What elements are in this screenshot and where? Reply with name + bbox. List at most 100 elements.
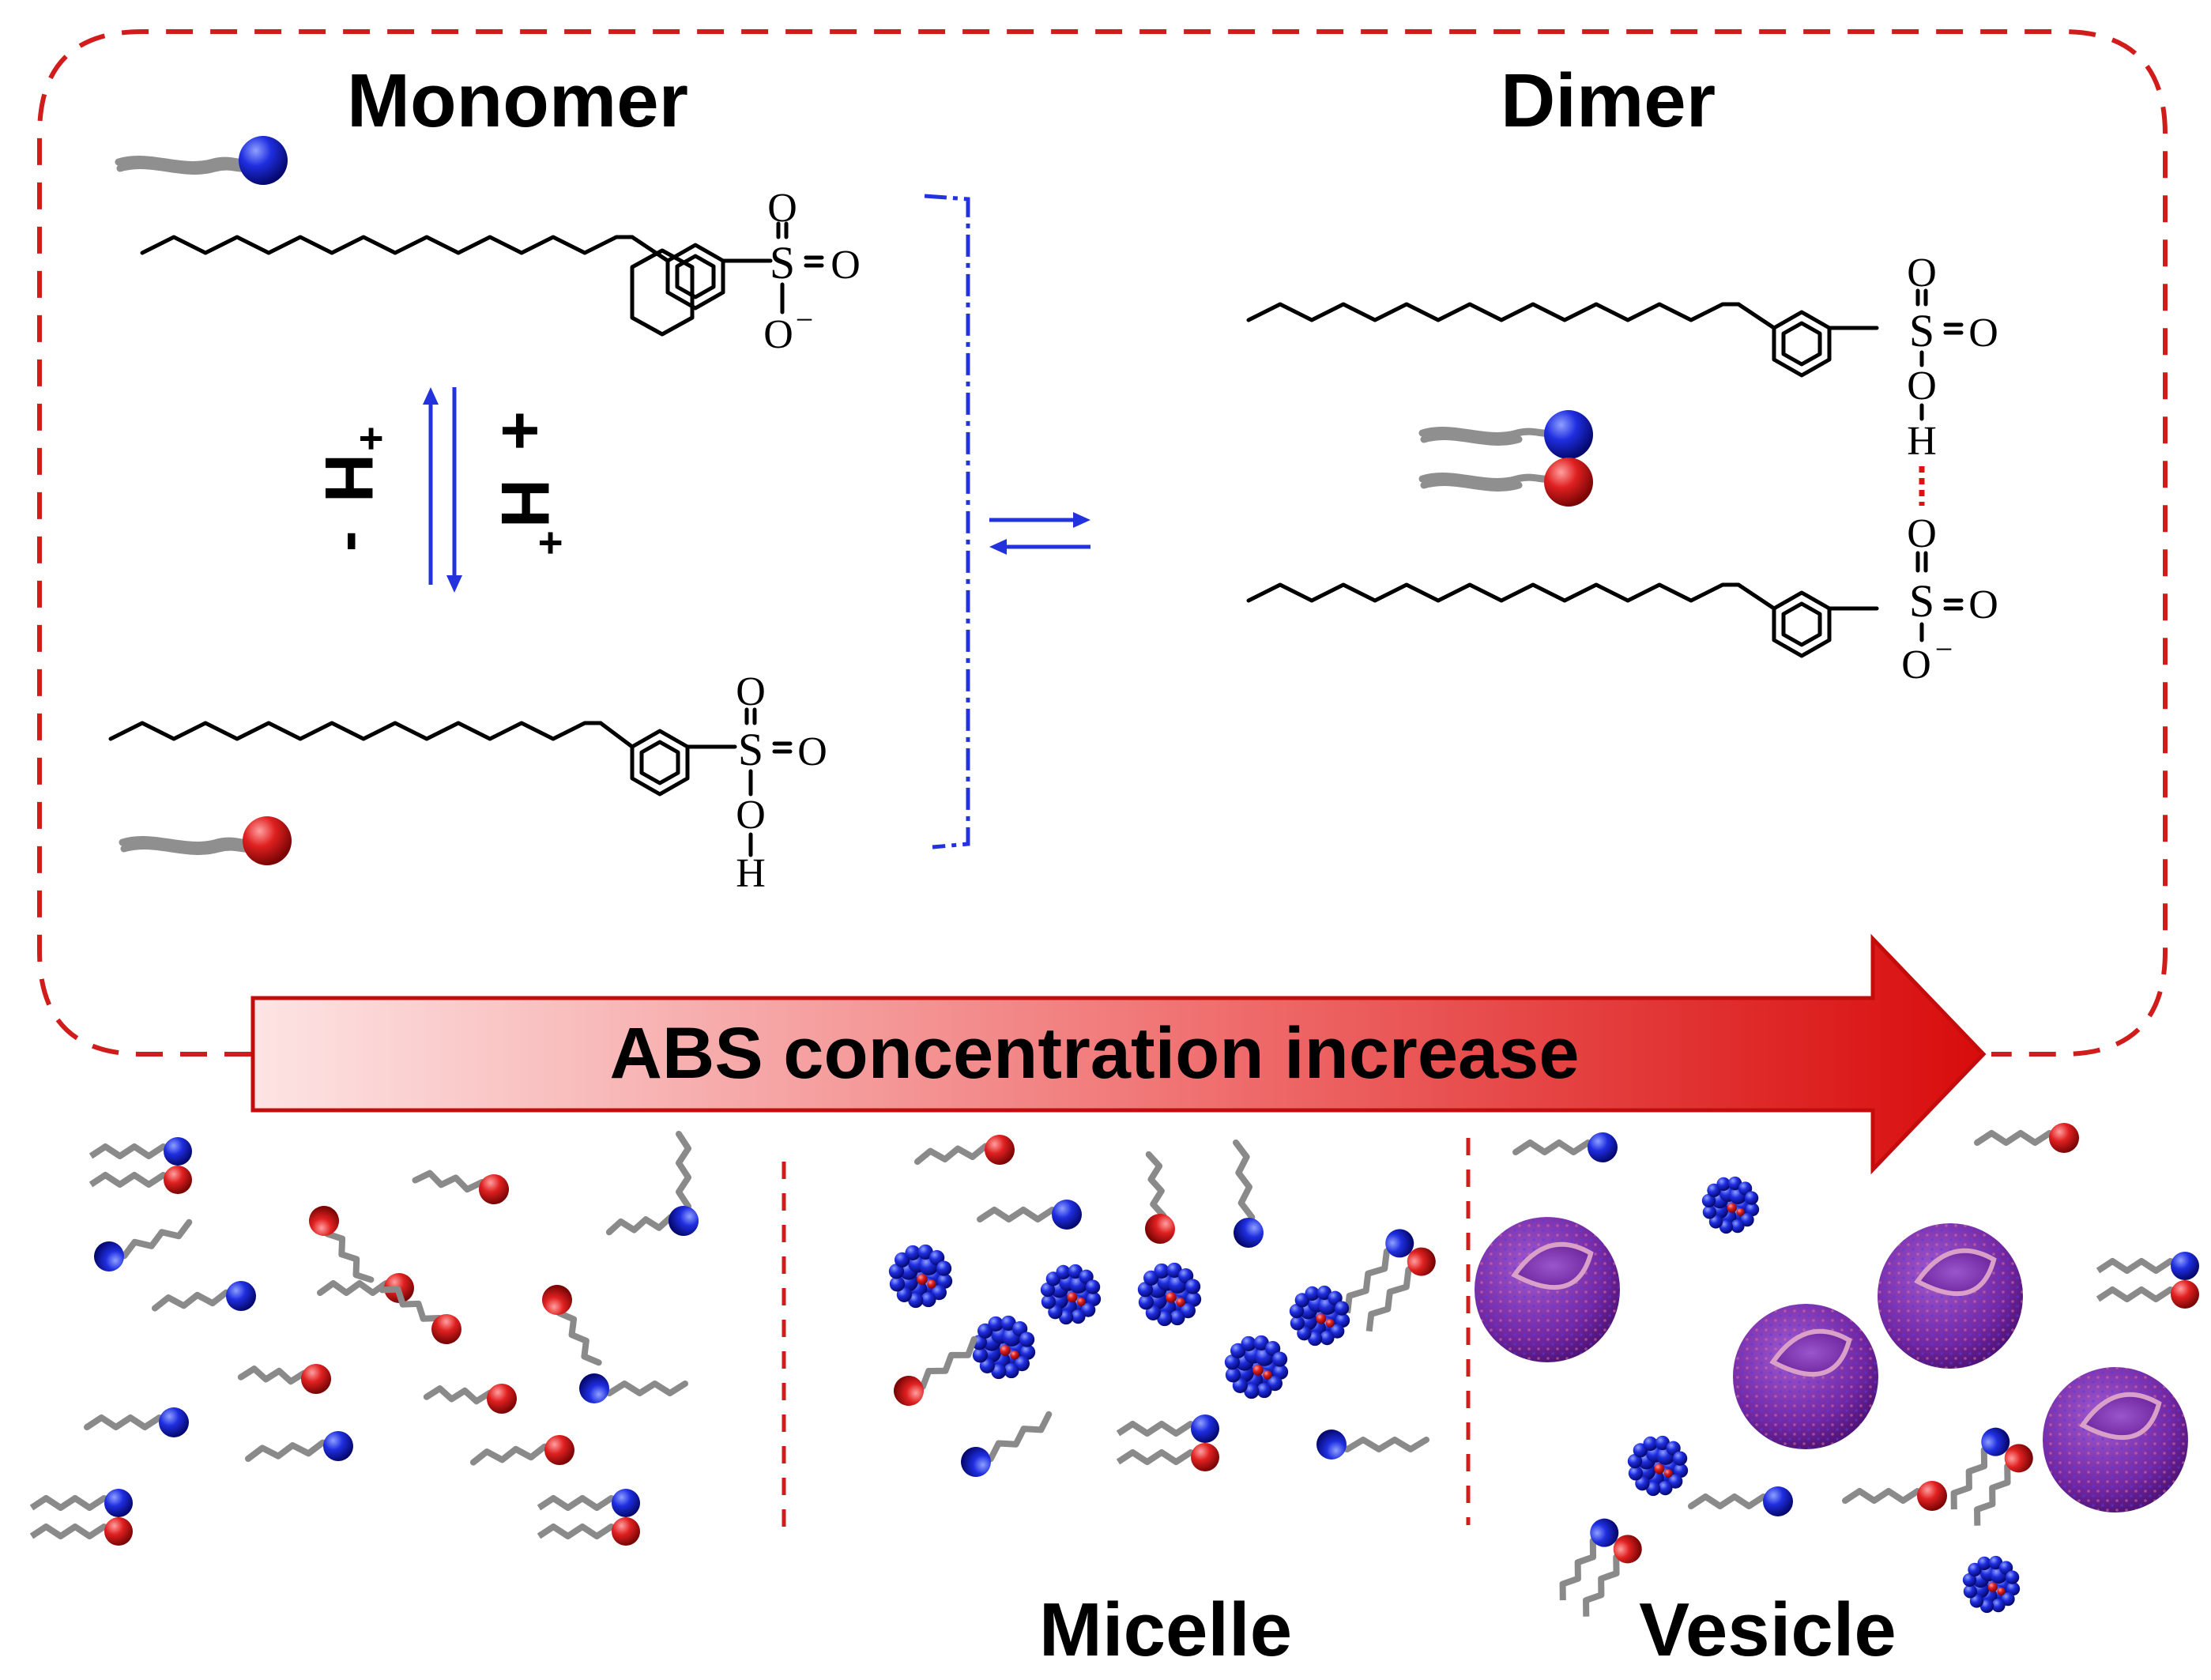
oxygen-label: O: [767, 186, 797, 231]
micelle-icon: [971, 1315, 1036, 1380]
legend-deprotonated-molecule: [115, 136, 288, 185]
blue-head-icon: [669, 1206, 699, 1236]
sulfonic-acid-structure: S O O O H: [108, 669, 827, 896]
red-head-icon: [1613, 1535, 1642, 1564]
anion-charge-label: −: [1935, 631, 1953, 667]
blue-head-icon: [94, 1241, 124, 1271]
micelle-label: Micelle: [1039, 1588, 1292, 1672]
blue-head-icon: [226, 1281, 256, 1311]
blue-head-icon: [1763, 1486, 1793, 1516]
vesicle-icon: [1733, 1304, 1878, 1449]
protonated-molecule: [423, 1384, 517, 1414]
proton-gain-plus: +: [482, 411, 558, 450]
concentration-arrow-label: ABS concentration increase: [609, 1013, 1579, 1094]
micelle-icon: [1701, 1176, 1760, 1234]
protonated-molecule: [894, 1335, 977, 1406]
blue-head-icon: [1052, 1200, 1082, 1230]
sulfur-label: S: [1909, 575, 1934, 627]
deprotonated-molecule: [84, 1407, 189, 1437]
protonated-molecule: [412, 1170, 509, 1204]
deprotonated-molecule: [1316, 1430, 1429, 1460]
proton-loss-minus: -: [322, 531, 392, 552]
red-head-icon: [164, 1166, 192, 1194]
red-head-icon: [309, 1206, 339, 1236]
oxygen-label: O: [1907, 363, 1937, 409]
deprotonated-molecule: [94, 1219, 193, 1271]
vesicle-icon: [1878, 1223, 2023, 1369]
dimer-molecule: [89, 1137, 192, 1194]
deprotonated-molecule: [1688, 1486, 1793, 1516]
micelle-icon: [888, 1244, 953, 1309]
dimerization-equilibrium-icon: [989, 512, 1090, 555]
monomer-bracket: [924, 194, 970, 849]
micelle-icon: [1627, 1435, 1689, 1497]
red-head-icon: [1145, 1214, 1175, 1244]
red-head-icon: [1191, 1443, 1219, 1471]
vesicle-icon: [1475, 1217, 1620, 1362]
red-head-icon: [985, 1135, 1015, 1165]
proton-gain-h: H: [487, 479, 563, 528]
blue-head-icon: [2171, 1252, 2199, 1280]
red-head-icon: [2004, 1444, 2033, 1473]
dimer-molecule: [1559, 1518, 1642, 1617]
red-head-icon: [1407, 1247, 1436, 1276]
dimer-structure: S O O O H O S O O −: [1246, 250, 1998, 687]
red-head-icon: [612, 1517, 640, 1546]
protonated-molecule: [913, 1135, 1015, 1166]
deprotonated-molecule: [579, 1373, 688, 1403]
dimer-title: Dimer: [1501, 58, 1716, 143]
blue-head-icon: [164, 1137, 192, 1166]
hydrogen-label: H: [1907, 419, 1937, 464]
blue-head-icon: [239, 136, 288, 185]
deprotonated-molecule: [151, 1281, 256, 1312]
micelle-icon: [1224, 1335, 1289, 1399]
blue-head-icon: [612, 1489, 640, 1517]
protonated-molecule: [379, 1286, 461, 1344]
oxygen-label: O: [1901, 642, 1931, 687]
proton-gain-charge: +: [527, 530, 574, 556]
micelle-icon: [1137, 1262, 1202, 1327]
oxygen-label: O: [736, 669, 766, 714]
oxygen-label: O: [1907, 250, 1937, 296]
blue-head-icon: [1191, 1414, 1219, 1443]
micelle-icon: [1040, 1264, 1102, 1325]
benzene-ring: [630, 248, 695, 337]
protonated-molecule: [1145, 1151, 1175, 1244]
concentration-arrow: ABS concentration increase: [250, 933, 1987, 1175]
red-head-icon: [104, 1517, 133, 1546]
red-head-icon: [1544, 458, 1593, 507]
red-head-icon: [2049, 1123, 2079, 1153]
protonated-molecule: [1842, 1481, 1947, 1511]
blue-head-icon: [159, 1407, 189, 1437]
red-head-icon: [431, 1314, 461, 1344]
aggregation-particles: [29, 1123, 2199, 1617]
deprotonated-molecule: [244, 1431, 353, 1463]
legend-protonated-molecule: [119, 816, 292, 865]
blue-head-icon: [1981, 1427, 2010, 1456]
deprotonated-molecule: [961, 1411, 1053, 1477]
oxygen-label: O: [763, 312, 793, 357]
red-head-icon: [487, 1384, 517, 1414]
protonated-molecule: [309, 1206, 375, 1283]
blue-head-icon: [1590, 1518, 1619, 1547]
hydrogen-label: H: [736, 851, 766, 896]
protonation-equilibrium: - H + + H +: [311, 387, 574, 593]
red-head-icon: [894, 1376, 924, 1406]
dashed-frame: [37, 29, 2168, 1057]
dimer-molecule: [1344, 1229, 1436, 1332]
blue-head-icon: [323, 1431, 353, 1461]
blue-head-icon: [1544, 410, 1593, 459]
red-head-icon: [2171, 1280, 2199, 1309]
oxygen-label: O: [797, 729, 827, 774]
proton-loss-h: H: [311, 454, 386, 503]
oxygen-label: O: [1907, 511, 1937, 556]
blue-head-icon: [1316, 1430, 1347, 1460]
vesicle-icon: [2043, 1367, 2188, 1512]
micelle-icon: [1289, 1285, 1350, 1347]
dimer-molecule: [29, 1489, 133, 1546]
dimer-molecule: [1950, 1427, 2033, 1526]
dimer-molecule: [2096, 1252, 2199, 1309]
red-head-icon: [301, 1364, 331, 1394]
oxygen-label: O: [736, 793, 766, 838]
